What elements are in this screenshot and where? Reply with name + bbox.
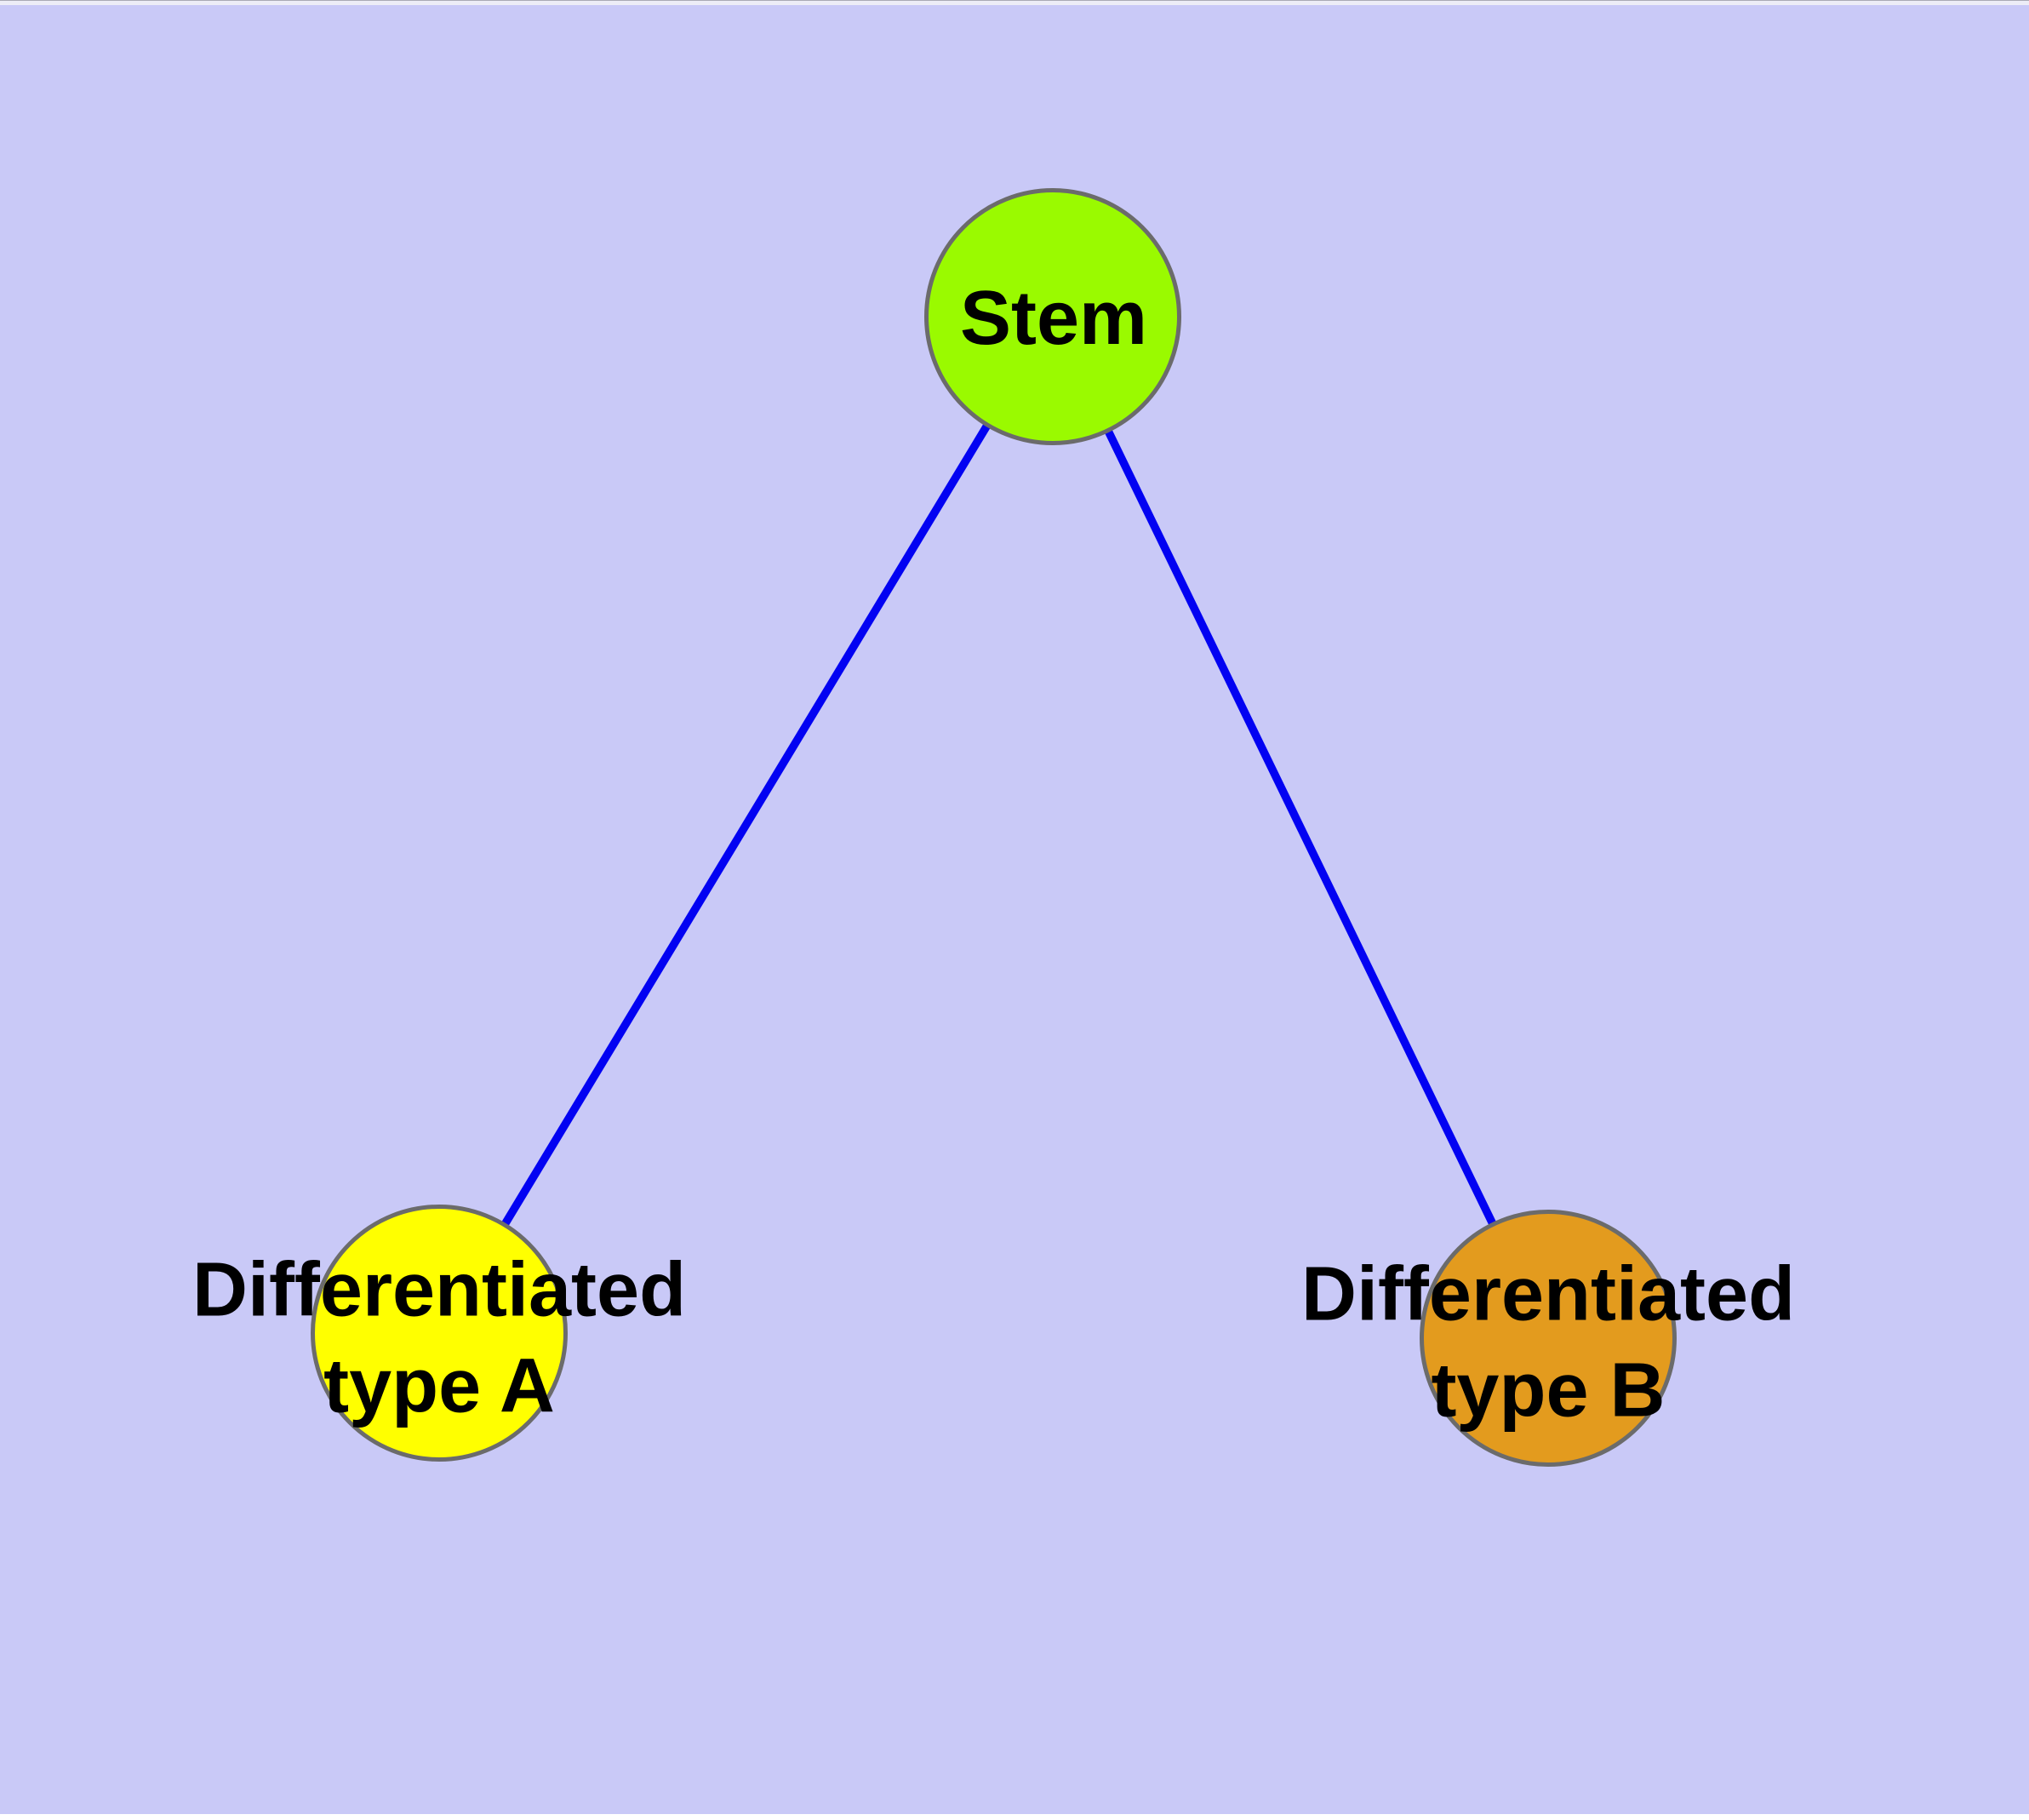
node-stem [924,188,1181,445]
node-differentiated-type-b [1420,1210,1677,1467]
node-differentiated-type-a [311,1205,568,1462]
node-differentiated-type-a-label: Differentiated type A [192,1243,686,1434]
edge-stem-to-type-b [1049,314,1552,1341]
node-stem-label-line: Stem [959,275,1148,361]
node-a-label-line-1: Differentiated [191,1247,687,1333]
node-b-label-line-1: Differentiated [1300,1251,1796,1337]
node-b-label-line-2: type B [1431,1348,1666,1433]
node-differentiated-type-b-label: Differentiated type B [1301,1247,1795,1439]
edge-stem-to-type-a [435,314,1057,1336]
window-edge-bottom [0,1814,2029,1820]
node-stem-label: Stem [960,271,1147,367]
node-a-label-line-2: type A [323,1343,555,1428]
window-edge-top [0,0,2029,5]
